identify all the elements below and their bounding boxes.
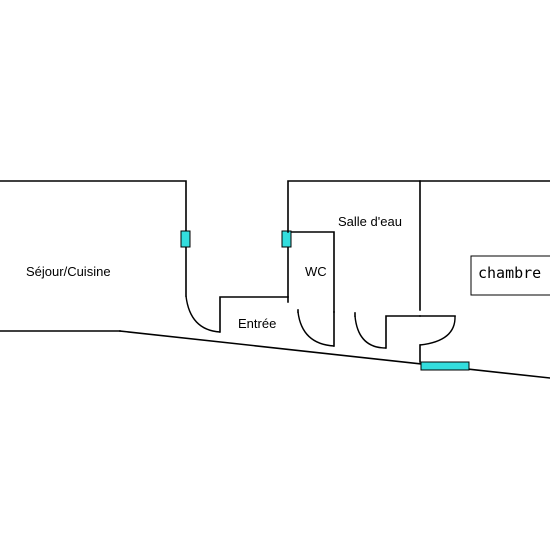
entree-room: [219, 296, 289, 333]
salle-eau-room: [287, 180, 421, 349]
salle-eau-label: Salle d'eau: [338, 214, 402, 229]
salle-eau-door-jamb: [385, 315, 421, 349]
sejour-door-swing: [185, 295, 221, 333]
wc-window: [281, 230, 292, 248]
facade-wall: [119, 330, 550, 379]
salle-eau-wall-top: [287, 180, 421, 311]
chambre-label-box: [470, 255, 550, 296]
entree-label: Entrée: [238, 316, 276, 331]
entree-wall-top: [219, 296, 289, 333]
sejour-wall-top-right: [0, 180, 187, 297]
wc-walls: [287, 231, 335, 313]
wc-label: WC: [305, 264, 327, 279]
wc-room: [281, 230, 335, 347]
chambre-room: [419, 180, 550, 371]
sejour-window: [180, 230, 191, 248]
sejour-label: Séjour/Cuisine: [26, 264, 111, 279]
wc-door-swing: [297, 311, 335, 347]
chambre-window: [420, 361, 470, 371]
chambre-door-swing: [419, 315, 456, 346]
chambre-label: chambre: [478, 264, 541, 282]
salle-eau-door-swing: [354, 315, 387, 349]
sejour-cuisine-room: [0, 180, 221, 333]
